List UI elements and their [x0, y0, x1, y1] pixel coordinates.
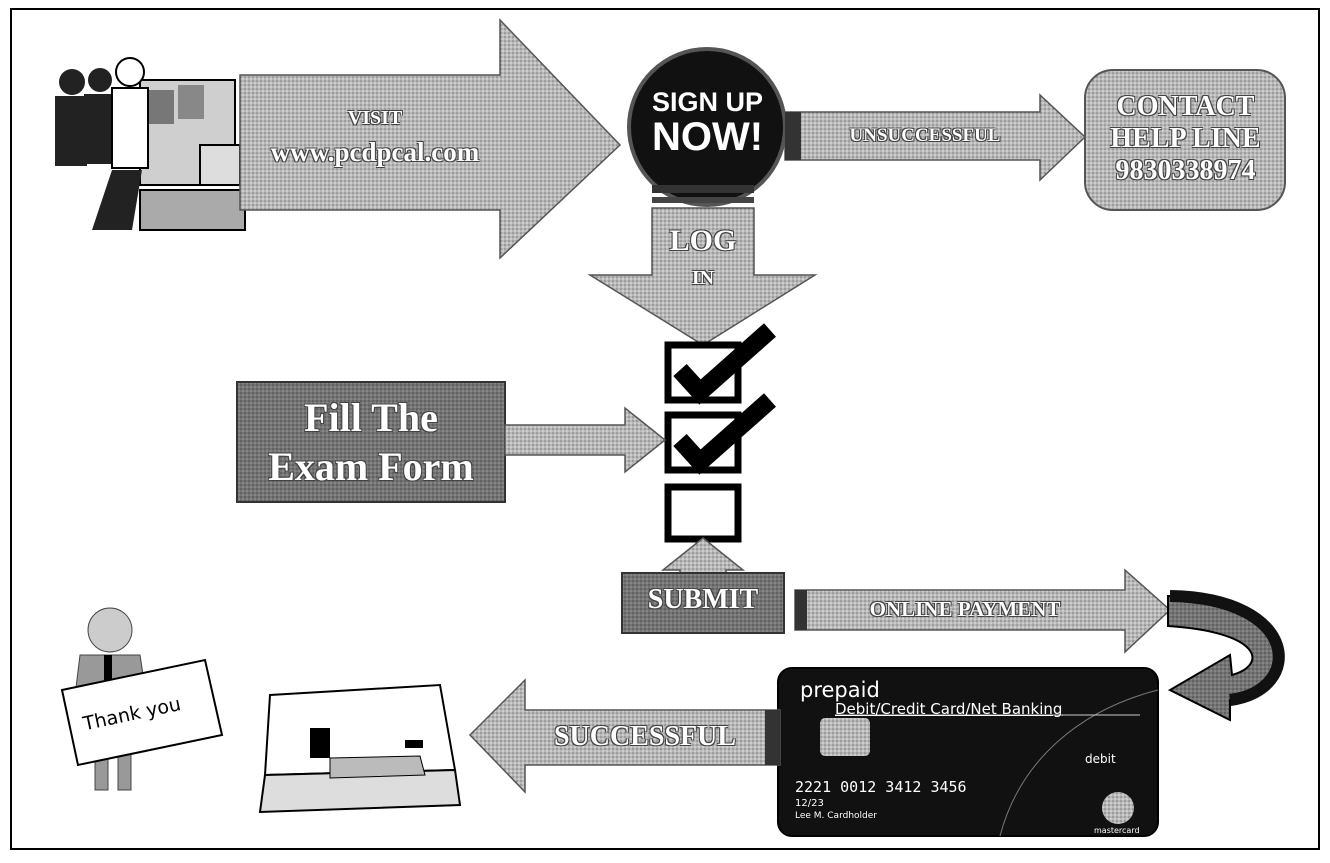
submit-box — [621, 572, 785, 634]
card-prepaid: prepaid — [800, 678, 880, 702]
sign-up-line2: NOW! — [651, 115, 764, 159]
thank-you-person-icon — [60, 607, 224, 791]
successful-label: SUCCESSFUL — [553, 721, 737, 752]
login-line1: LOG — [669, 224, 737, 257]
contact-helpline-box — [1084, 69, 1286, 211]
contact-line2: HELP LINE — [1110, 123, 1261, 154]
online-payment-arrow — [794, 568, 1172, 654]
checkbox-checked-2-icon — [664, 393, 776, 475]
url-label: www.pcdpcal.com — [270, 137, 480, 167]
unsuccessful-arrow — [784, 93, 1087, 182]
checkbox-checked-1-icon — [664, 323, 776, 405]
online-payment-label: ONLINE PAYMENT — [869, 597, 1061, 621]
sign-up-line1: SIGN UP — [651, 87, 764, 117]
fill-line1: Fill The — [304, 395, 438, 440]
printer-icon — [258, 683, 462, 814]
submit-arrow — [660, 537, 746, 576]
unsuccessful-label: UNSUCCESSFUL — [849, 125, 1001, 146]
contact-line1: CONTACT — [1116, 91, 1255, 122]
card-expiry: 12/23 — [795, 798, 824, 809]
successful-arrow — [468, 678, 781, 794]
people-at-computers-icon — [55, 57, 246, 231]
sign-up-badge — [627, 47, 787, 207]
card-number: 2221 0012 3412 3456 — [795, 778, 967, 796]
debit-card-icon — [777, 667, 1159, 837]
login-arrow — [587, 207, 818, 346]
card-debit: debit — [1085, 752, 1116, 766]
visit-label: VISIT — [347, 107, 403, 129]
card-methods: Debit/Credit Card/Net Banking — [835, 700, 1063, 718]
card-brand: mastercard — [1094, 826, 1140, 835]
visit-arrow — [239, 18, 622, 260]
fill-form-arrow — [504, 406, 667, 474]
contact-line3: 9830338974 — [1115, 155, 1256, 186]
fill-line2: Exam Form — [268, 444, 474, 489]
card-holder: Lee M. Cardholder — [795, 811, 877, 821]
checkbox-empty-icon — [664, 483, 742, 543]
curved-arrow-icon — [1167, 594, 1280, 722]
login-line2: IN — [691, 267, 715, 289]
submit-label: SUBMIT — [647, 584, 759, 615]
fill-exam-form-box — [236, 381, 506, 503]
